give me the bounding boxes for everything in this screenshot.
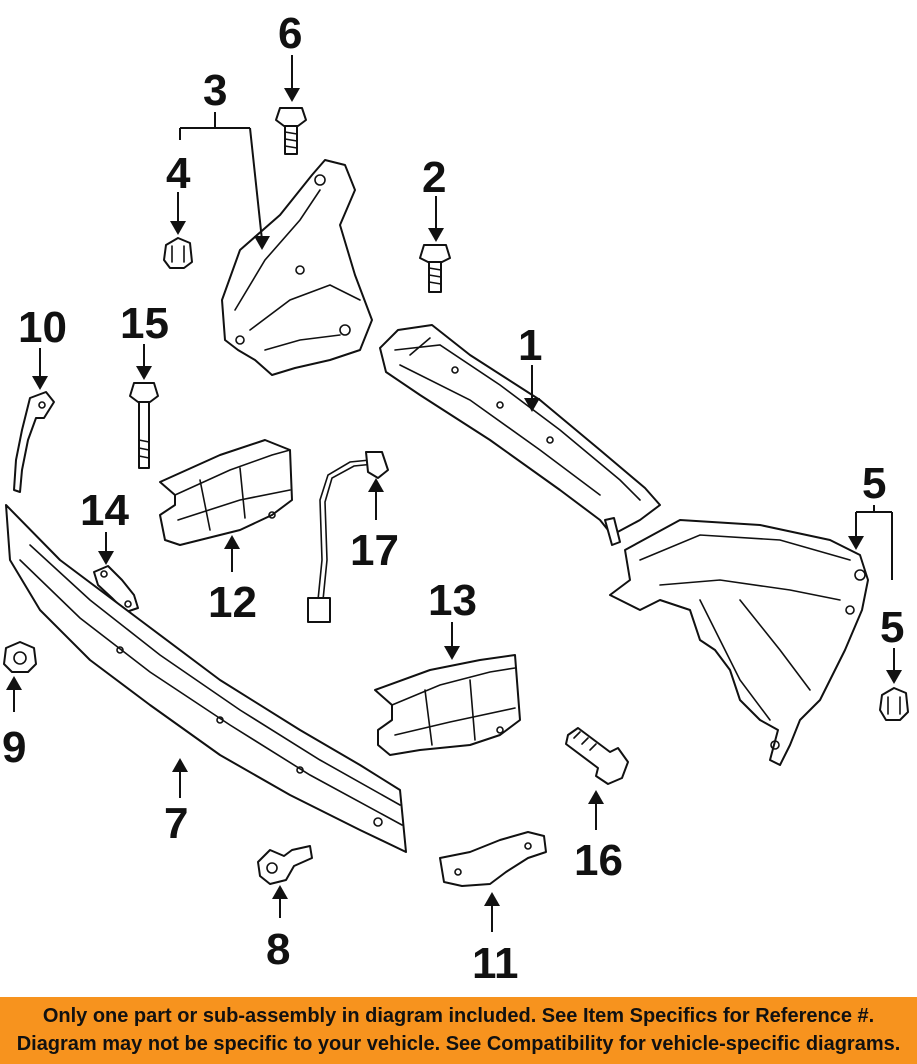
callout-5a-group: 4 (166, 149, 191, 235)
part-9-nut (3, 641, 37, 673)
callout-13-group: 13 (428, 576, 477, 660)
callout-12: 12 (208, 578, 257, 627)
part-16-bolt (565, 727, 629, 785)
callout-9-group: 9 (2, 676, 26, 772)
callout-15-group: 15 (120, 299, 169, 380)
callout-5-right: 5 (880, 603, 904, 652)
callout-6: 6 (278, 9, 302, 58)
callout-17: 17 (350, 526, 399, 575)
callout-16: 16 (574, 836, 623, 885)
callout-10: 10 (18, 303, 67, 352)
callout-4: 5 (862, 459, 886, 508)
callout-14-group: 14 (80, 486, 129, 565)
callout-7: 7 (164, 799, 188, 848)
disclaimer-banner: Only one part or sub-assembly in diagram… (0, 997, 917, 1064)
callout-11: 11 (472, 939, 519, 988)
callout-10-group: 10 (18, 303, 67, 390)
callout-11-group: 11 (472, 892, 519, 988)
part-3-left-bracket (221, 159, 373, 376)
part-5-clip-right (879, 687, 909, 721)
callout-2: 2 (422, 153, 446, 202)
callout-6-group: 6 (278, 9, 302, 102)
parts-diagram: 1 2 3 4 (2, 9, 909, 988)
callout-8-group: 8 (266, 885, 290, 974)
callout-9: 9 (2, 723, 26, 772)
disclaimer-line-2: Diagram may not be specific to your vehi… (16, 1033, 901, 1055)
part-12-absorber (159, 439, 293, 546)
callout-16-group: 16 (574, 790, 623, 885)
part-11-bracket (439, 831, 547, 887)
part-8-bolt (257, 845, 313, 885)
part-15-long-bolt (129, 382, 159, 469)
disclaimer-line-1: Only one part or sub-assembly in diagram… (42, 1005, 875, 1027)
callout-3-group: 3 (179, 66, 270, 250)
part-14-plate (93, 565, 139, 613)
part-6-bolt (275, 107, 307, 155)
callout-15: 15 (120, 299, 169, 348)
callout-7-group: 7 (164, 758, 188, 848)
part-2-bolt (419, 244, 451, 293)
callout-1: 1 (518, 321, 542, 370)
callout-5-left: 4 (166, 149, 191, 198)
callout-14: 14 (80, 486, 129, 535)
callout-1-group: 1 (518, 321, 542, 412)
callout-17-group: 17 (350, 478, 399, 575)
callout-4-group: 5 (848, 459, 893, 580)
callout-13: 13 (428, 576, 477, 625)
callout-8: 8 (266, 925, 290, 974)
callout-5b-group: 5 (880, 603, 904, 684)
part-10-bracket (13, 391, 55, 493)
part-17-sensor (307, 451, 389, 623)
callout-3: 3 (203, 66, 227, 115)
callout-12-group: 12 (208, 535, 257, 627)
part-7-reinforcement (5, 504, 407, 853)
callout-2-group: 2 (422, 153, 446, 242)
part-4-right-bracket (609, 519, 869, 766)
part-13-absorber (374, 654, 521, 756)
part-5-clip-left (163, 237, 193, 269)
